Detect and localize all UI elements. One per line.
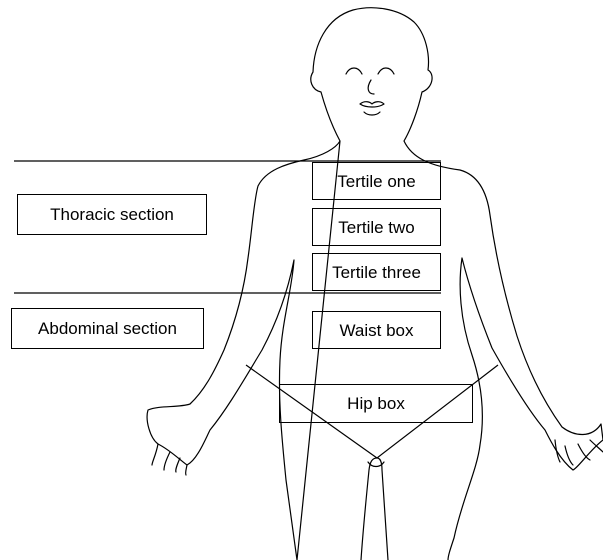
tertile-two-label: Tertile two — [338, 219, 415, 236]
mouth — [360, 102, 384, 107]
abdominal-section-box: Abdominal section — [11, 308, 204, 349]
tertile-two-box: Tertile two — [312, 208, 441, 246]
nose — [368, 80, 374, 94]
tertile-three-label: Tertile three — [332, 264, 421, 281]
thoracic-section-label: Thoracic section — [50, 206, 174, 223]
thoracic-section-box: Thoracic section — [17, 194, 207, 235]
hip-box: Hip box — [279, 384, 473, 423]
waist-box: Waist box — [312, 311, 441, 349]
tertile-one-label: Tertile one — [337, 173, 415, 190]
left-hand-fingers — [152, 444, 187, 475]
right-eye — [378, 68, 394, 74]
tertile-one-box: Tertile one — [312, 162, 441, 200]
abdominal-section-label: Abdominal section — [38, 320, 177, 337]
hip-box-label: Hip box — [347, 395, 405, 412]
waist-box-label: Waist box — [339, 322, 413, 339]
left-eye — [346, 68, 362, 74]
right-hand-fingers — [555, 440, 603, 465]
tertile-three-box: Tertile three — [312, 253, 441, 291]
chin — [364, 112, 380, 115]
